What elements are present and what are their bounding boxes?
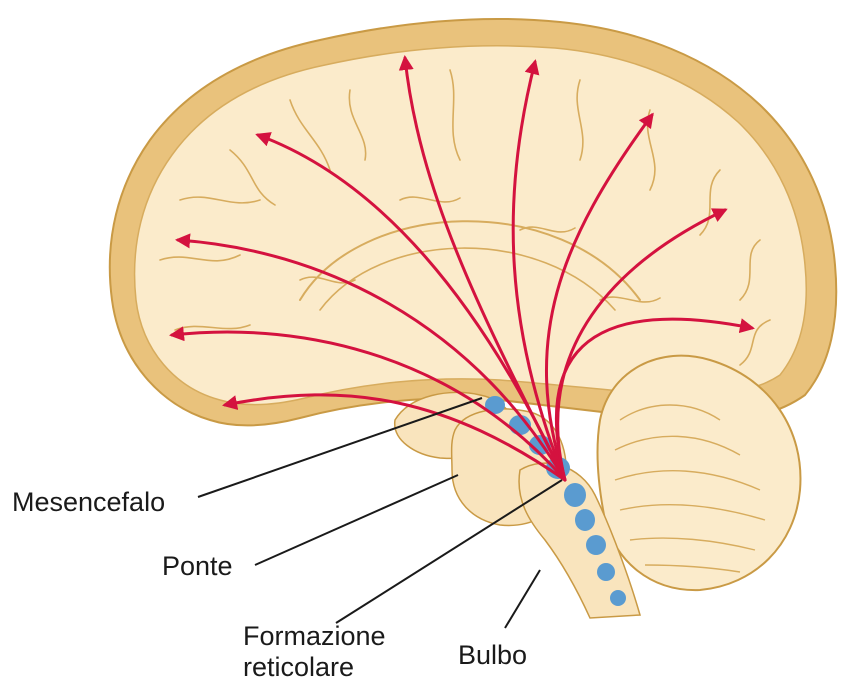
leader-ponte	[255, 475, 458, 565]
label-ponte: Ponte	[162, 551, 233, 581]
cerebrum-inner	[135, 46, 807, 405]
label-mesencefalo: Mesencefalo	[12, 487, 165, 517]
label-formazione-line1: Formazione	[243, 621, 386, 651]
label-bulbo: Bulbo	[458, 640, 527, 670]
leader-bulbo	[505, 570, 540, 628]
label-formazione-line2: reticolare	[243, 652, 354, 682]
leader-formazione	[336, 480, 562, 623]
